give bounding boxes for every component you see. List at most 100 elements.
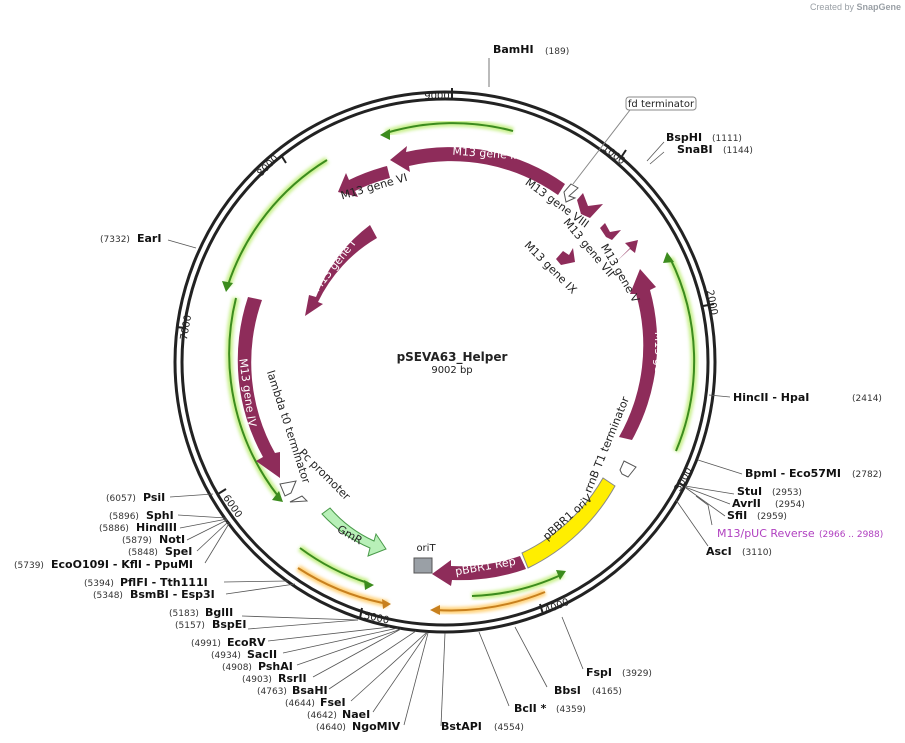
pbbr1-oriv-arrow[interactable] [521, 477, 616, 569]
svg-text:(1111): (1111) [712, 134, 742, 144]
site-label[interactable]: (4642)NaeI [307, 708, 370, 721]
site-label[interactable]: SnaBI(1144) [677, 143, 753, 156]
fd-terminator-callout [625, 96, 697, 111]
created-by-text: Created by [809, 2, 854, 12]
site-label[interactable]: (5348)BsmBI - Esp3I [93, 588, 215, 601]
orf-arrow [471, 570, 566, 600]
orf-arrow [296, 565, 391, 609]
m13-gene-vii-arrow[interactable] [600, 223, 621, 240]
svg-text:(189): (189) [545, 47, 569, 57]
svg-text:SfiI: SfiI [727, 509, 747, 522]
svg-text:BsaHI: BsaHI [292, 684, 328, 697]
orf-arrow [380, 119, 514, 140]
pc-promoter-glyph[interactable] [289, 495, 309, 503]
site-label[interactable]: (5183)BglII [169, 606, 233, 619]
svg-text:(4908): (4908) [222, 663, 252, 673]
site-label[interactable]: (5896)SphI [109, 509, 174, 522]
site-label[interactable]: (4934)SacII [211, 648, 277, 661]
site-label[interactable]: (5394)PflFI - Tth111I [84, 576, 208, 589]
svg-text:FseI: FseI [320, 696, 346, 709]
m13-gene-ix-arrow[interactable] [556, 248, 575, 265]
site-label[interactable]: BamHI (189) [493, 43, 569, 57]
m13-gene-viii-arrow[interactable] [577, 193, 603, 218]
svg-text:(4991): (4991) [191, 639, 221, 649]
m13-gene-i-arrow[interactable] [305, 225, 377, 316]
site-label[interactable]: (5739)EcoO109I - KflI - PpuMI [14, 558, 193, 571]
svg-text:BstAPI: BstAPI [441, 720, 482, 733]
svg-text:BsmBI - Esp3I: BsmBI - Esp3I [130, 588, 215, 601]
svg-text:BglII: BglII [205, 606, 233, 619]
svg-text:M13/pUC Reverse: M13/pUC Reverse [717, 527, 815, 540]
svg-text:(4642): (4642) [307, 711, 337, 721]
tick-marks [175, 88, 715, 619]
svg-text:(2782): (2782) [852, 470, 882, 480]
site-label[interactable]: (5886)HindIII [99, 521, 177, 534]
feature-label: oriT [416, 543, 436, 554]
site-label[interactable]: (4640)NgoMIV [316, 720, 401, 733]
pbbr1-rep-arrow[interactable] [432, 556, 526, 586]
site-label[interactable]: BbsI(4165) [554, 684, 622, 697]
m13-gene-v-arrow[interactable] [616, 240, 638, 262]
rrnb-t1-terminator-glyph[interactable] [619, 460, 637, 478]
svg-text:SphI: SphI [146, 509, 174, 522]
site-label[interactable]: (5157)BspEI [175, 618, 246, 631]
svg-text:FspI: FspI [586, 666, 612, 679]
tick-label-8000: 8000 [255, 153, 281, 179]
site-label[interactable]: HincII - HpaI(2414) [733, 391, 882, 404]
snapgene-credit: Created by SnapGene [810, 2, 901, 12]
svg-text:(2414): (2414) [852, 394, 882, 404]
svg-text:BamHI: BamHI [493, 43, 534, 56]
site-label[interactable]: (4903)RsrII [242, 672, 307, 685]
site-label[interactable]: AvrII(2954) [732, 497, 805, 510]
site-label[interactable]: (5879)NotI [122, 533, 185, 546]
tick-label-2000: 2000 [704, 289, 719, 316]
m13-gene-vi-arrow[interactable] [338, 166, 390, 197]
svg-text:(4640): (4640) [316, 723, 346, 733]
svg-text:PflFI - Tth111I: PflFI - Tth111I [120, 576, 208, 589]
svg-text:(4934): (4934) [211, 651, 241, 661]
svg-text:EarI: EarI [137, 232, 161, 245]
site-label[interactable]: BclI *(4359) [514, 702, 586, 715]
orf-arrow [225, 297, 283, 502]
m13-gene-iii-arrow[interactable] [390, 146, 565, 195]
svg-text:BclI *: BclI * [514, 702, 547, 715]
site-label[interactable]: BpmI - Eco57MI(2782) [745, 467, 882, 480]
site-label[interactable]: (7332) EarI [100, 232, 161, 245]
svg-text:(7332): (7332) [100, 235, 130, 245]
primer-label[interactable]: M13/pUC Reverse(2966 .. 2988) [717, 527, 883, 540]
svg-text:(5879): (5879) [122, 536, 152, 546]
feature-arrows [237, 146, 658, 586]
svg-text:EcoO109I - KflI - PpuMI: EcoO109I - KflI - PpuMI [51, 558, 193, 571]
svg-text:EcoRV: EcoRV [227, 636, 266, 649]
site-label[interactable]: StuI(2953) [737, 485, 802, 498]
site-label[interactable]: (4644) FseI [285, 696, 346, 709]
site-label[interactable]: (4763) BsaHI [257, 684, 328, 697]
svg-text:PsiI: PsiI [143, 491, 165, 504]
site-label[interactable]: BspHI(1111) [666, 131, 742, 144]
backbone [173, 90, 717, 634]
gmr-arrow[interactable] [321, 507, 387, 557]
site-label[interactable]: BstAPI(4554) [441, 720, 524, 733]
fd-terminator-glyph[interactable] [563, 183, 579, 203]
site-label[interactable]: (6057)PsiI [106, 491, 165, 504]
plasmid-length: 9002 bp [431, 365, 472, 376]
orit-box[interactable] [413, 557, 433, 574]
plasmid-title: pSEVA63_Helper 9002 bp [397, 350, 508, 376]
svg-text:PshAI: PshAI [258, 660, 293, 673]
site-label[interactable]: (4991) EcoRV [191, 636, 266, 649]
svg-text:SnaBI: SnaBI [677, 143, 713, 156]
svg-text:(4644): (4644) [285, 699, 315, 709]
orf-arrow [430, 588, 547, 615]
svg-text:(4763): (4763) [257, 687, 287, 697]
svg-text:AscI: AscI [706, 545, 732, 558]
m13-gene-ii-arrow[interactable] [619, 269, 658, 440]
site-label[interactable]: AscI(3110) [706, 545, 772, 558]
site-label[interactable]: (4908) PshAI [222, 660, 293, 673]
m13-gene-iv-arrow[interactable] [237, 297, 280, 478]
site-label[interactable]: FspI(3929) [586, 666, 652, 679]
svg-text:SpeI: SpeI [165, 545, 192, 558]
site-label[interactable]: (5848)SpeI [128, 545, 192, 558]
lambda-t0-terminator-glyph[interactable] [279, 480, 297, 497]
site-label[interactable]: SfiI(2959) [727, 509, 787, 522]
